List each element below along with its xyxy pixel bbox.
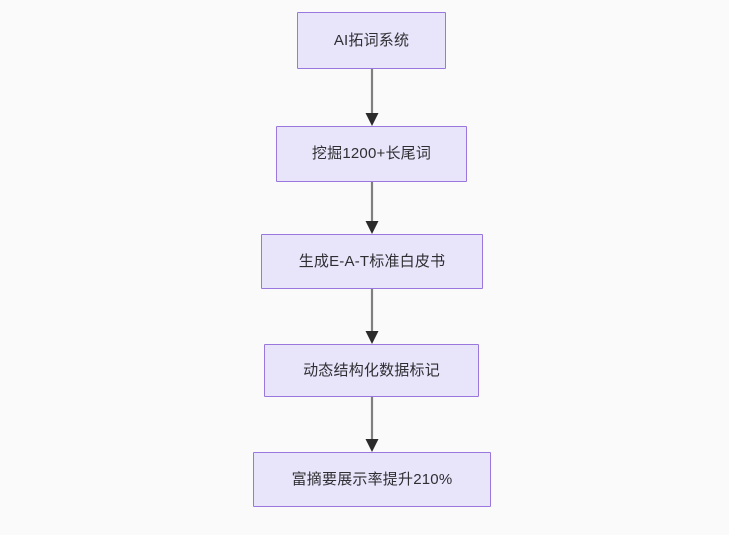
node-label: 挖掘1200+长尾词 — [311, 145, 432, 162]
node-label: 生成E-A-T标准白皮书 — [298, 252, 446, 270]
connector-node2-node3 — [365, 182, 379, 234]
flowchart-node-eat-whitepaper[interactable]: 生成E-A-T标准白皮书 — [261, 234, 483, 289]
flowchart-node-longtail-keywords[interactable]: 挖掘1200+长尾词 — [276, 126, 467, 182]
node-label: 动态结构化数据标记 — [303, 361, 440, 379]
flowchart-node-structured-data-markup[interactable]: 动态结构化数据标记 — [264, 344, 479, 397]
connector-node3-node4 — [365, 289, 379, 344]
flowchart-node-rich-snippet-result[interactable]: 富摘要展示率提升210% — [253, 452, 491, 507]
connector-node1-node2 — [365, 69, 379, 126]
flowchart-node-ai-keyword-system[interactable]: AI拓词系统 — [297, 12, 446, 69]
node-label: AI拓词系统 — [333, 31, 410, 49]
node-label: 富摘要展示率提升210% — [291, 470, 453, 488]
connector-node4-node5 — [365, 397, 379, 452]
